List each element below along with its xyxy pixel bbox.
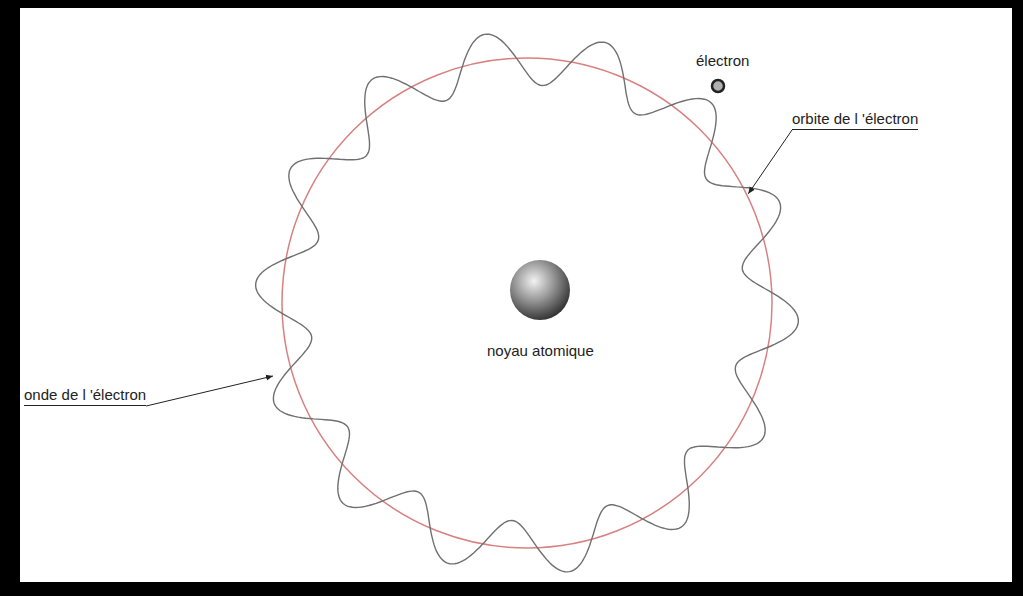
nucleus-label: noyau atomique [487,342,594,360]
electron-wave [256,34,799,572]
wave-label: onde de l 'électron [24,386,146,406]
orbit-label: orbite de l 'électron [792,110,918,130]
electron-dot [712,80,724,92]
electron-label: électron [696,52,749,70]
nucleus-sphere [510,260,570,320]
leader-line [748,130,792,194]
electron-orbit [282,58,772,548]
leader-line [146,376,273,406]
